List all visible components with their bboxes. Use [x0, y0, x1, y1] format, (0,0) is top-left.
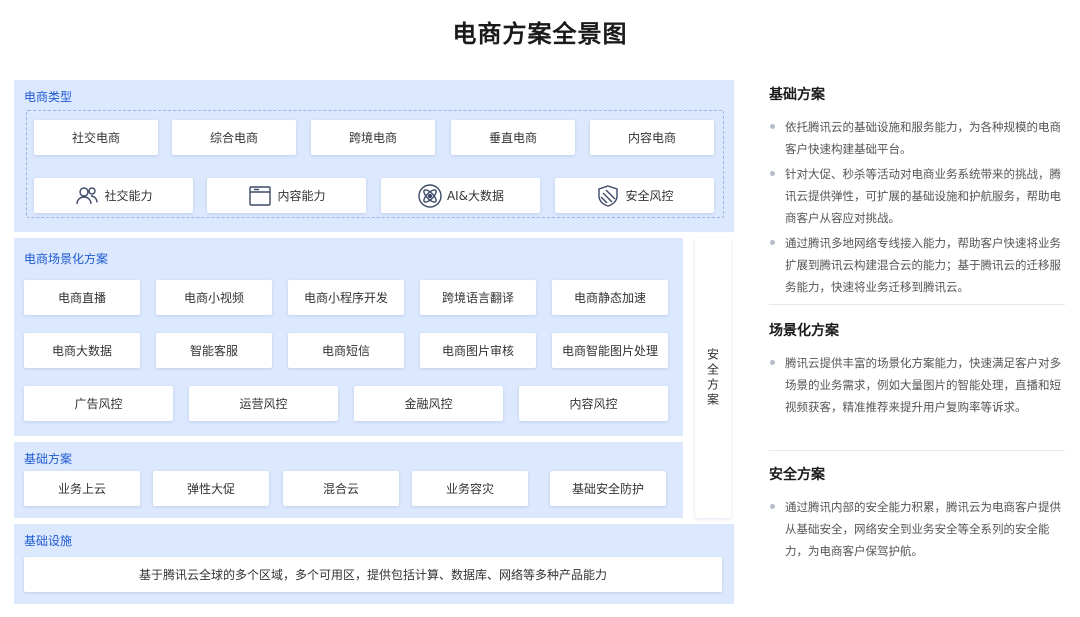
side-section-security: 安全方案 通过腾讯内部的安全能力积累，腾讯云为电商客户提供从基础安全，网络安全到… — [769, 464, 1065, 565]
ecommerce-types-dashed-group — [26, 110, 724, 218]
side-bullet-text: 针对大促、秒杀等活动对电商业务系统带来的挑战，腾讯云提供弹性，可扩展的基础设施和… — [785, 167, 1061, 225]
bullet-dot-icon — [770, 360, 775, 365]
bullet-dot-icon — [770, 240, 775, 245]
scenario-ad-risk: 广告风控 — [24, 386, 173, 421]
basic-solutions-label: 基础方案 — [24, 452, 73, 466]
bullet-dot-icon — [770, 171, 775, 176]
capability-ai-bigdata: AI&大数据 — [381, 178, 540, 213]
side-divider — [769, 450, 1065, 451]
scenario-sms: 电商短信 — [288, 333, 404, 368]
scenario-operation-risk: 运营风控 — [189, 386, 338, 421]
scenario-image-review: 电商图片审核 — [420, 333, 536, 368]
capability-security-risk-label: 安全风控 — [625, 189, 674, 203]
security-solution-column: 安全方案 — [695, 238, 731, 518]
side-bullet: 腾讯云提供丰富的场景化方案能力，快速满足客户对多场景的业务需求，例如大量图片的智… — [769, 352, 1065, 418]
scenario-solutions-label: 电商场景化方案 — [24, 252, 109, 266]
page-title: 电商方案全景图 — [452, 20, 628, 48]
people-icon — [74, 183, 100, 209]
scenario-content-risk: 内容风控 — [519, 386, 668, 421]
capability-content: 内容能力 — [207, 178, 366, 213]
capability-social-label: 社交能力 — [104, 189, 153, 203]
type-content-ecommerce: 内容电商 — [590, 120, 714, 155]
side-heading-scenario: 场景化方案 — [769, 323, 839, 339]
basic-security-protection: 基础安全防护 — [550, 471, 666, 506]
scenario-smart-service: 智能客服 — [156, 333, 272, 368]
side-section-basic: 基础方案 依托腾讯云的基础设施和服务能力，为各种规模的电商客户快速构建基础平台。… — [769, 84, 1065, 301]
scenario-live-streaming: 电商直播 — [24, 280, 140, 315]
type-crossborder-ecommerce: 跨境电商 — [311, 120, 435, 155]
capability-social: 社交能力 — [34, 178, 193, 213]
side-bullet: 依托腾讯云的基础设施和服务能力，为各种规模的电商客户快速构建基础平台。 — [769, 116, 1065, 160]
side-bullet-text: 腾讯云提供丰富的场景化方案能力，快速满足客户对多场景的业务需求，例如大量图片的智… — [785, 356, 1061, 414]
capability-security-risk: 安全风控 — [555, 178, 714, 213]
basic-disaster-recovery: 业务容灾 — [412, 471, 528, 506]
side-section-scenario: 场景化方案 腾讯云提供丰富的场景化方案能力，快速满足客户对多场景的业务需求，例如… — [769, 320, 1065, 421]
side-bullet: 通过腾讯多地网络专线接入能力，帮助客户快速将业务扩展到腾讯云构建混合云的能力；基… — [769, 232, 1065, 298]
basic-cloud-migration: 业务上云 — [24, 471, 140, 506]
basic-elastic-promotion: 弹性大促 — [153, 471, 269, 506]
type-social-ecommerce: 社交电商 — [34, 120, 158, 155]
side-bullet-text: 通过腾讯多地网络专线接入能力，帮助客户快速将业务扩展到腾讯云构建混合云的能力；基… — [785, 236, 1061, 294]
side-heading-basic: 基础方案 — [769, 87, 825, 103]
bullet-dot-icon — [770, 124, 775, 129]
scenario-finance-risk: 金融风控 — [354, 386, 503, 421]
side-heading-security: 安全方案 — [769, 467, 825, 483]
infrastructure-label: 基础设施 — [24, 534, 73, 548]
infrastructure-description: 基于腾讯云全球的多个区域，多个可用区，提供包括计算、数据库、网络等多种产品能力 — [24, 557, 722, 592]
scenario-big-data: 电商大数据 — [24, 333, 140, 368]
scenario-image-processing: 电商智能图片处理 — [552, 333, 668, 368]
shield-icon — [595, 183, 621, 209]
scenario-translation: 跨境语言翻译 — [420, 280, 536, 315]
side-bullet-text: 通过腾讯内部的安全能力积累，腾讯云为电商客户提供从基础安全，网络安全到业务安全等… — [785, 500, 1061, 558]
side-divider — [769, 304, 1065, 305]
side-bullet: 针对大促、秒杀等活动对电商业务系统带来的挑战，腾讯云提供弹性，可扩展的基础设施和… — [769, 163, 1065, 229]
scenario-short-video: 电商小视频 — [156, 280, 272, 315]
scenario-mini-program: 电商小程序开发 — [288, 280, 404, 315]
security-solution-column-label: 安全方案 — [705, 348, 720, 408]
side-bullet: 通过腾讯内部的安全能力积累，腾讯云为电商客户提供从基础安全，网络安全到业务安全等… — [769, 496, 1065, 562]
type-vertical-ecommerce: 垂直电商 — [451, 120, 575, 155]
scenario-static-acceleration: 电商静态加速 — [552, 280, 668, 315]
window-icon — [247, 183, 273, 209]
ecommerce-types-label: 电商类型 — [24, 90, 73, 104]
atom-icon — [417, 183, 443, 209]
side-bullet-text: 依托腾讯云的基础设施和服务能力，为各种规模的电商客户快速构建基础平台。 — [785, 120, 1061, 156]
capability-content-label: 内容能力 — [277, 189, 326, 203]
bullet-dot-icon — [770, 504, 775, 509]
basic-hybrid-cloud: 混合云 — [283, 471, 399, 506]
type-general-ecommerce: 综合电商 — [172, 120, 296, 155]
capability-ai-bigdata-label: AI&大数据 — [446, 189, 505, 203]
